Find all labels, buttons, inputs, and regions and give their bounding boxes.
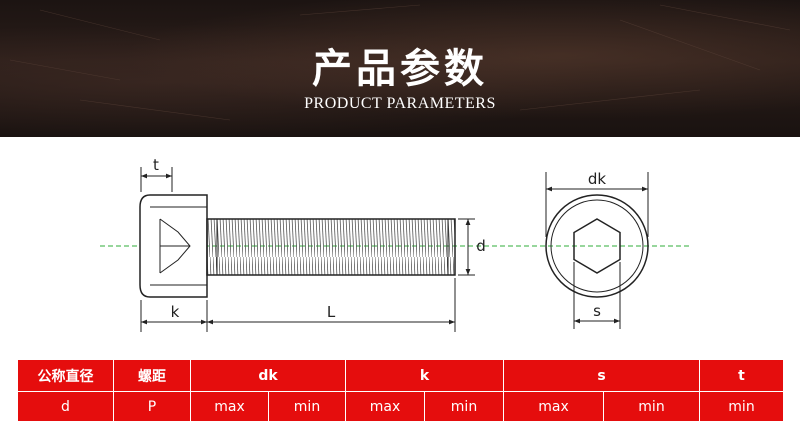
label-dk: dk — [588, 170, 607, 188]
label-s: s — [593, 302, 601, 320]
page-title: 产品参数 — [312, 46, 488, 92]
sub-s-min: min — [603, 391, 700, 422]
label-t: t — [153, 156, 159, 174]
params-table-wrap: 公称直径 螺距 dk k s t d P max min max min max… — [17, 359, 784, 422]
header-k: k — [345, 359, 504, 392]
sub-s-max: max — [503, 391, 604, 422]
header-t: t — [699, 359, 784, 392]
dim-L — [207, 278, 456, 332]
dim-k — [140, 300, 208, 332]
header-nominal-sym: d — [17, 391, 114, 422]
dim-d — [458, 218, 475, 276]
header-nominal-cn: 公称直径 — [17, 359, 114, 392]
label-L: L — [327, 303, 336, 321]
header-pitch-cn: 螺距 — [113, 359, 191, 392]
header-s: s — [503, 359, 700, 392]
bolt-head-side — [139, 194, 208, 298]
header-pitch-sym: P — [113, 391, 191, 422]
dim-dk — [545, 172, 649, 237]
label-k: k — [171, 303, 180, 321]
sub-dk-min: min — [268, 391, 346, 422]
bolt-diagram: t k L d dk s — [100, 156, 690, 332]
params-table: 公称直径 螺距 dk k s t d P max min max min max… — [17, 359, 784, 422]
label-d: d — [476, 237, 486, 255]
page-subtitle: PRODUCT PARAMETERS — [304, 95, 496, 112]
table-subheader-row: d P max min max min max min min — [17, 391, 784, 422]
sub-k-max: max — [345, 391, 425, 422]
header-dk: dk — [190, 359, 346, 392]
sub-dk-max: max — [190, 391, 269, 422]
dim-s — [573, 262, 621, 329]
bolt-shank — [206, 218, 456, 276]
bolt-head-top — [545, 194, 649, 298]
table-header-row: 公称直径 螺距 dk k s t — [17, 359, 784, 392]
dim-t — [140, 167, 173, 192]
header-banner: 产品参数 PRODUCT PARAMETERS — [0, 0, 800, 137]
sub-t-min: min — [699, 391, 784, 422]
banner-texture — [9, 4, 791, 121]
sub-k-min: min — [424, 391, 504, 422]
